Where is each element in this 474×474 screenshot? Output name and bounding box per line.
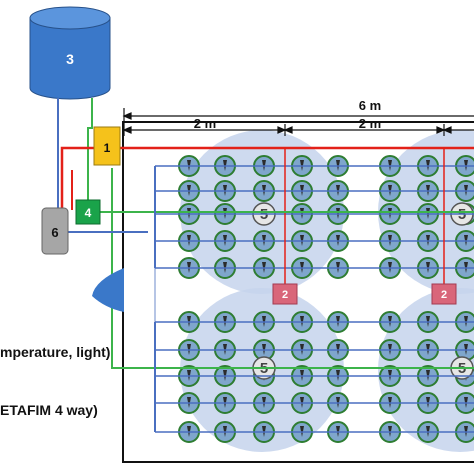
- dripper-caption: ETAFIM 4 way): [0, 402, 98, 418]
- pump-box: 6: [41, 207, 69, 255]
- valve-left: 2: [272, 283, 298, 305]
- dimension-left: 2 m: [194, 116, 216, 131]
- water-tank: 3: [29, 6, 111, 100]
- sensors-caption: mperature, light): [0, 344, 110, 360]
- tank-label: 3: [66, 51, 74, 67]
- sensor-box-label: 4: [85, 206, 92, 220]
- red-supply-line: [60, 146, 94, 208]
- lateral-lines: [155, 165, 474, 433]
- green-signal-line-bottom: [111, 168, 474, 369]
- controller-box: 1: [93, 126, 121, 166]
- sensor-lamp-icon: [92, 268, 124, 312]
- valve-left-label: 2: [282, 289, 288, 301]
- dimension-lines: [122, 108, 474, 136]
- dimension-right: 2 m: [359, 116, 381, 131]
- sensor-box: 4: [75, 199, 101, 225]
- dimension-total: 6 m: [359, 98, 381, 113]
- pump-label: 6: [51, 225, 58, 240]
- tank-outlet-green-pipe: [87, 98, 93, 205]
- controller-label: 1: [104, 141, 111, 155]
- valve-right: 2: [431, 283, 457, 305]
- valve-right-label: 2: [441, 289, 447, 301]
